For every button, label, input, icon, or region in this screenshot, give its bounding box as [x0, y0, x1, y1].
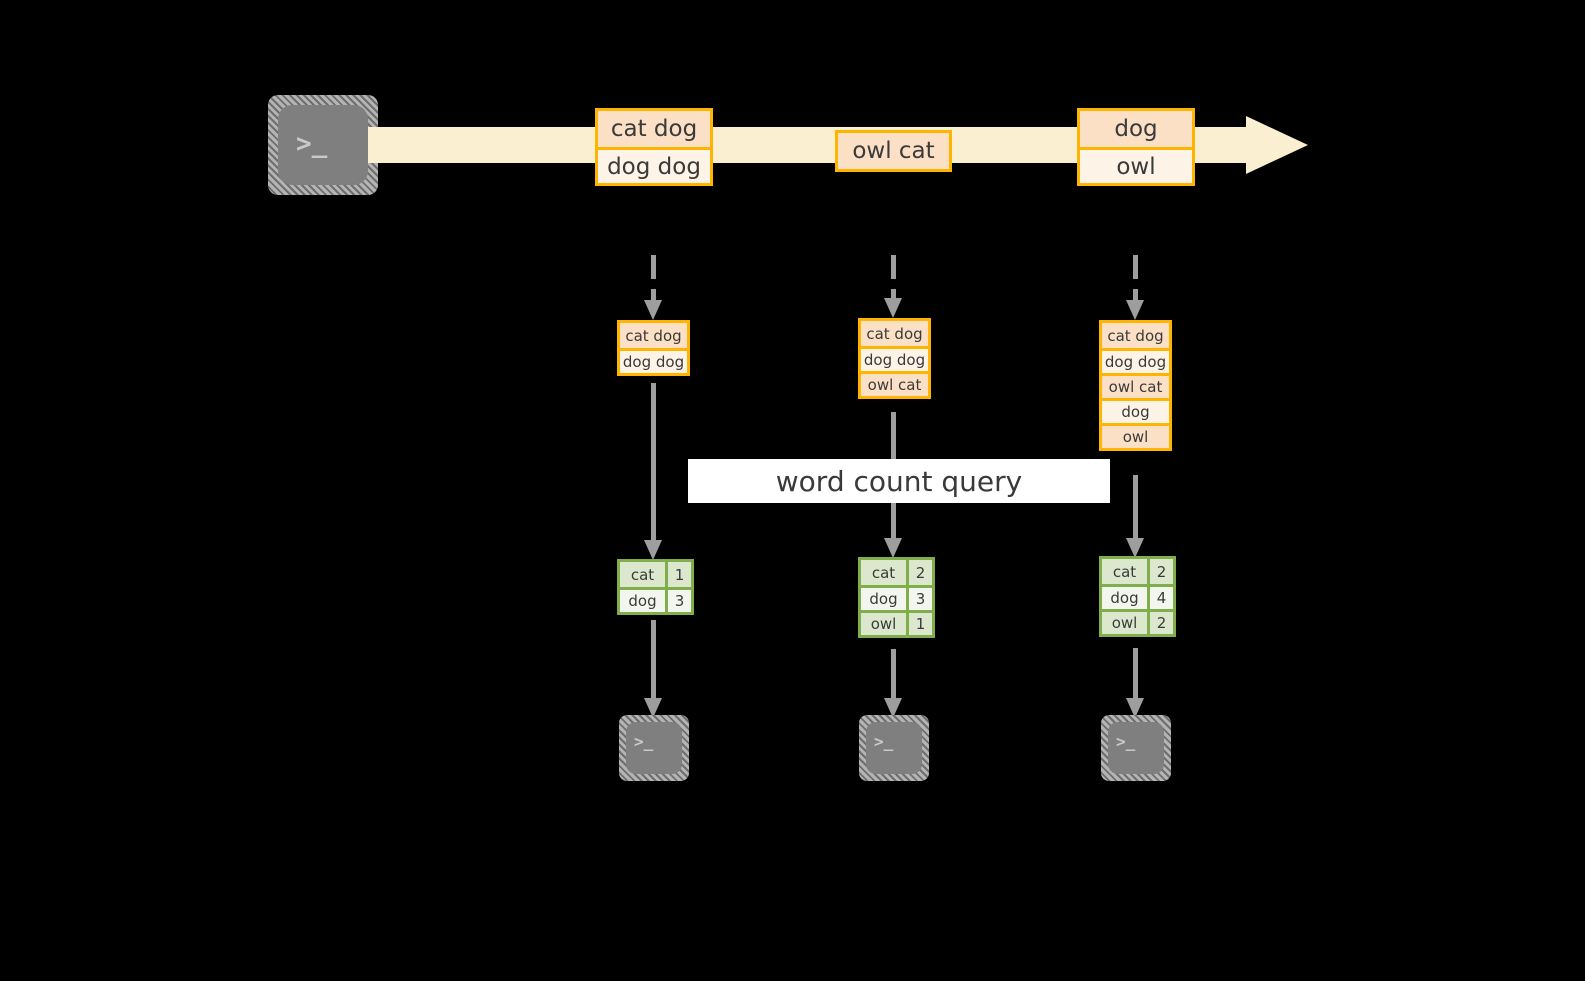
connector-arrowhead — [644, 300, 662, 320]
snapshot-record: dog dog — [1102, 348, 1169, 373]
result-count: 2 — [1147, 612, 1173, 634]
snapshot-record: dog — [1102, 398, 1169, 423]
connector-arrowhead — [1126, 300, 1144, 320]
snapshot-record: owl cat — [1102, 373, 1169, 398]
snapshot-1-records[interactable]: cat dog dog dog — [617, 320, 690, 376]
terminal-prompt-glyph: >_ — [1116, 732, 1136, 751]
result-word: dog — [1102, 587, 1148, 609]
result-count: 1 — [665, 562, 691, 587]
result-word: cat — [861, 560, 907, 585]
result-count: 3 — [665, 590, 691, 612]
stream-record: owl cat — [838, 133, 949, 169]
snapshot-record: owl cat — [861, 371, 928, 396]
connector-line — [1133, 475, 1138, 538]
table-row: owl 2 — [1102, 609, 1173, 634]
stream-record: owl — [1080, 147, 1192, 183]
table-row: dog 3 — [620, 587, 691, 612]
stream-group-2[interactable]: owl cat — [835, 130, 952, 172]
stream-group-1[interactable]: cat dog dog dog — [595, 108, 713, 186]
connector-line — [1133, 648, 1138, 698]
result-count: 4 — [1147, 587, 1173, 609]
snapshot-record: dog dog — [861, 346, 928, 371]
result-word: owl — [861, 613, 907, 635]
result-word: owl — [1102, 612, 1148, 634]
table-row: dog 4 — [1102, 584, 1173, 609]
terminal-body — [278, 105, 368, 185]
connector-line — [891, 255, 896, 298]
snapshot-record: dog dog — [620, 348, 687, 373]
connector-arrowhead — [1126, 538, 1144, 558]
stream-record: dog dog — [598, 147, 710, 183]
snapshot-record: cat dog — [620, 323, 687, 348]
result-word: cat — [1102, 559, 1148, 584]
connector-line — [651, 620, 656, 698]
stream-record: cat dog — [598, 111, 710, 147]
connector-line — [891, 649, 896, 698]
result-word: cat — [620, 562, 666, 587]
connector-arrowhead — [1126, 698, 1144, 718]
terminal-body — [626, 722, 682, 774]
sink-terminal-icon-2: >_ — [859, 715, 929, 781]
sink-terminal-icon-1: >_ — [619, 715, 689, 781]
table-row: dog 3 — [861, 585, 932, 610]
table-row: owl 1 — [861, 610, 932, 635]
result-table-2[interactable]: cat 2 dog 3 owl 1 — [858, 557, 935, 638]
table-row: cat 2 — [1102, 559, 1173, 584]
result-word: dog — [861, 588, 907, 610]
terminal-prompt-glyph: >_ — [874, 732, 894, 751]
result-count: 2 — [906, 560, 932, 585]
connector-arrowhead — [884, 698, 902, 718]
result-word: dog — [620, 590, 666, 612]
source-terminal-icon: >_ — [268, 95, 378, 195]
result-table-3[interactable]: cat 2 dog 4 owl 2 — [1099, 556, 1176, 637]
stream-arrow-head — [1246, 116, 1308, 174]
result-count: 1 — [906, 613, 932, 635]
result-count: 3 — [906, 588, 932, 610]
sink-terminal-icon-3: >_ — [1101, 715, 1171, 781]
terminal-prompt-glyph: >_ — [296, 129, 328, 159]
result-table-1[interactable]: cat 1 dog 3 — [617, 559, 694, 615]
result-count: 2 — [1147, 559, 1173, 584]
snapshot-record: cat dog — [1102, 323, 1169, 348]
connector-arrowhead — [884, 298, 902, 318]
snapshot-record: cat dog — [861, 321, 928, 346]
connector-arrowhead — [884, 538, 902, 558]
query-label: word count query — [688, 459, 1110, 503]
connector-line — [651, 255, 656, 300]
connector-line — [1133, 255, 1138, 300]
table-row: cat 1 — [620, 562, 691, 587]
table-row: cat 2 — [861, 560, 932, 585]
stream-group-3[interactable]: dog owl — [1077, 108, 1195, 186]
snapshot-2-records[interactable]: cat dog dog dog owl cat — [858, 318, 931, 399]
terminal-prompt-glyph: >_ — [634, 732, 654, 751]
snapshot-3-records[interactable]: cat dog dog dog owl cat dog owl — [1099, 320, 1172, 451]
terminal-body — [1108, 722, 1164, 774]
terminal-body — [866, 722, 922, 774]
connector-arrowhead — [644, 540, 662, 560]
snapshot-record: owl — [1102, 423, 1169, 448]
connector-arrowhead — [644, 698, 662, 718]
connector-line — [651, 383, 656, 540]
stream-record: dog — [1080, 111, 1192, 147]
